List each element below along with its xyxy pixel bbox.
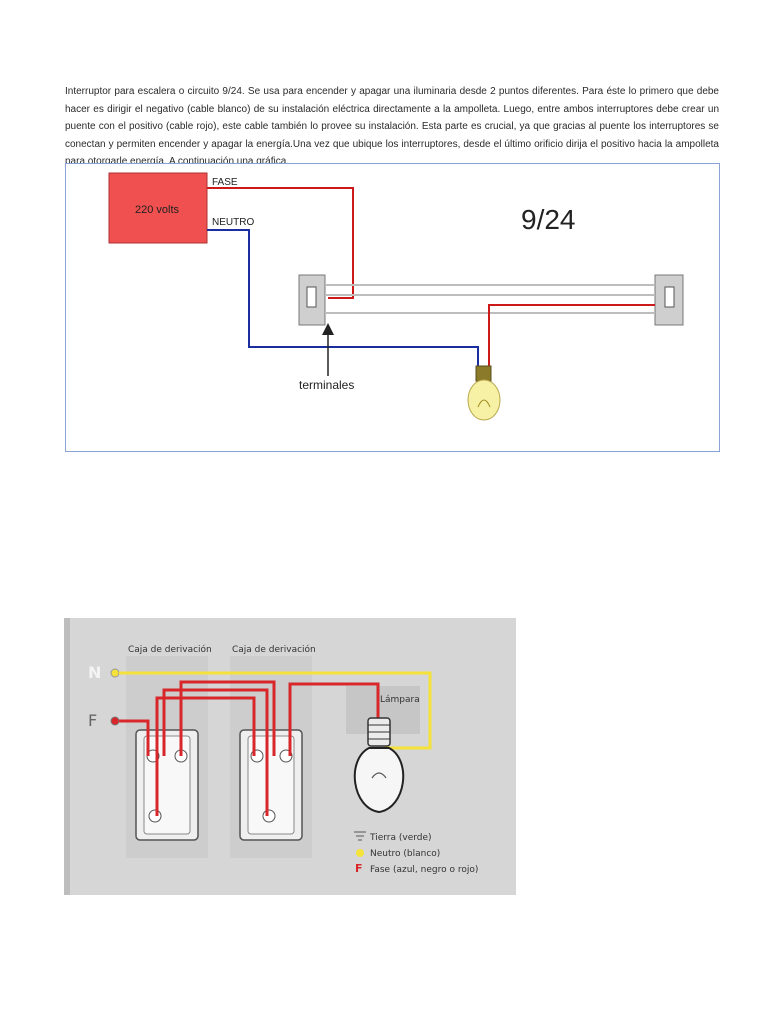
yellow-dot-icon (356, 849, 364, 857)
diagram-title: 9/24 (521, 204, 576, 235)
intro-paragraph: Interruptor para escalera o circuito 9/2… (65, 86, 719, 167)
arrow-head-icon (322, 323, 334, 335)
traveller-wire-3 (155, 696, 256, 816)
f-label: F (88, 711, 97, 730)
traveller-wire-1 (162, 688, 269, 816)
power-source-box (108, 172, 208, 244)
neutro-label: NEUTRO (212, 217, 254, 228)
lamp-phase-wire (488, 304, 655, 367)
box1-label: Caja de derivación (128, 644, 212, 655)
legend-phase-text: Fase (azul, negro o rojo) (370, 865, 478, 875)
lamp-socket (475, 365, 492, 382)
circuit-diagram-9-24: 220 volts FASE NEUTRO 9/24 terminales (65, 163, 720, 452)
neutro-wire (207, 229, 479, 367)
terminals-label: terminales (299, 378, 354, 392)
box2-label: Caja de derivación (232, 644, 316, 655)
fase-label: FASE (212, 177, 238, 188)
fase-wire (207, 187, 354, 299)
n-terminal (110, 668, 120, 678)
right-switch-toggle (664, 286, 675, 308)
derivation-box-diagram: Caja de derivación Caja de derivación Lá… (64, 618, 516, 895)
left-switch-toggle (306, 286, 317, 308)
legend-ground-text: Tierra (verde) (369, 833, 432, 843)
source-label: 220 volts (135, 204, 180, 216)
n-label: N (88, 663, 101, 682)
legend-neutral-text: Neutro (blanco) (370, 849, 440, 859)
light-bulb-icon-2 (353, 747, 405, 814)
lamp-phase-wire (288, 682, 380, 756)
legend-f-symbol: F (355, 862, 363, 875)
traveller-wire-2 (179, 680, 276, 756)
f-terminal (110, 716, 120, 726)
neutral-wire (119, 671, 432, 750)
phase-feed-wire (119, 719, 150, 756)
lamp-label: Lámpara (380, 695, 420, 705)
